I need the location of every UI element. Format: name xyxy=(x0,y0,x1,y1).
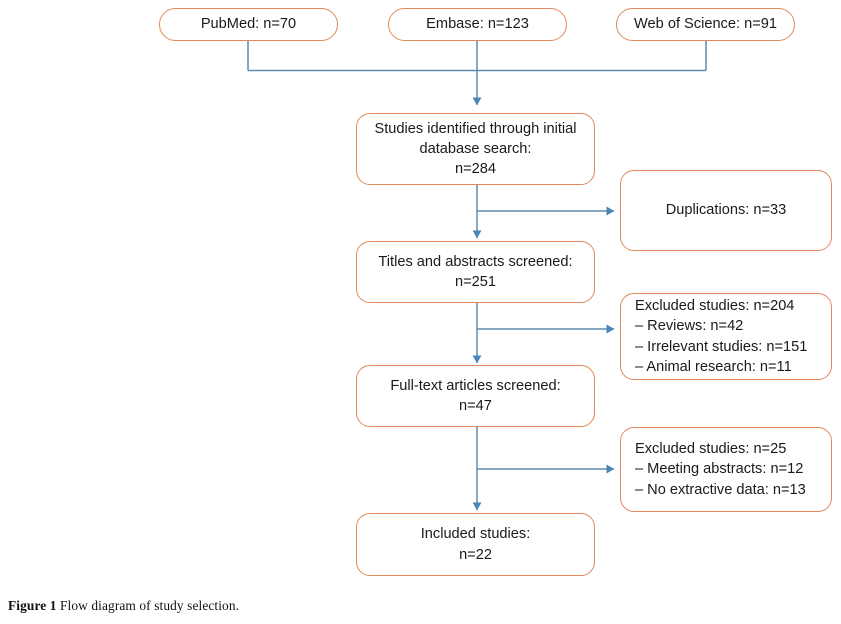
exclusion-box-duplications-label: Duplications: n=33 xyxy=(665,202,787,219)
source-box-embase: Embase: n=123 xyxy=(388,8,567,41)
exclusion-box-duplications: Duplications: n=33 xyxy=(620,170,832,251)
stage-box-identified: Studies identified through initial datab… xyxy=(356,113,595,185)
figure-caption: Figure 1 Flow diagram of study selection… xyxy=(8,598,828,614)
stage-box-titles-abstracts-screened-label: Titles and abstracts screened: n=251 xyxy=(378,253,573,290)
stage-box-identified-label: Studies identified through initial datab… xyxy=(374,120,577,178)
source-box-embase-label: Embase: n=123 xyxy=(426,16,529,33)
stage-box-full-text-screened-label: Full-text articles screened: n=47 xyxy=(390,377,561,414)
stage-box-full-text-screened: Full-text articles screened: n=47 xyxy=(356,365,595,427)
source-box-pubmed-label: PubMed: n=70 xyxy=(200,16,297,33)
exclusion-box-excluded-after-fulltext: Excluded studies: n=25 – Meeting abstrac… xyxy=(620,427,832,512)
exclusion-box-excluded-after-screening-label: Excluded studies: n=204 – Reviews: n=42 … xyxy=(635,298,808,375)
source-box-web-of-science: Web of Science: n=91 xyxy=(616,8,795,41)
stage-box-titles-abstracts-screened: Titles and abstracts screened: n=251 xyxy=(356,241,595,303)
stage-box-included: Included studies: n=22 xyxy=(356,513,595,576)
source-box-pubmed: PubMed: n=70 xyxy=(159,8,338,41)
exclusion-box-excluded-after-fulltext-label: Excluded studies: n=25 – Meeting abstrac… xyxy=(635,441,806,498)
figure-caption-label: Figure 1 xyxy=(8,598,57,613)
source-box-web-of-science-label: Web of Science: n=91 xyxy=(634,16,777,33)
exclusion-box-excluded-after-screening: Excluded studies: n=204 – Reviews: n=42 … xyxy=(620,293,832,380)
figure-caption-text: Flow diagram of study selection. xyxy=(59,598,240,613)
stage-box-included-label: Included studies: n=22 xyxy=(420,526,531,563)
